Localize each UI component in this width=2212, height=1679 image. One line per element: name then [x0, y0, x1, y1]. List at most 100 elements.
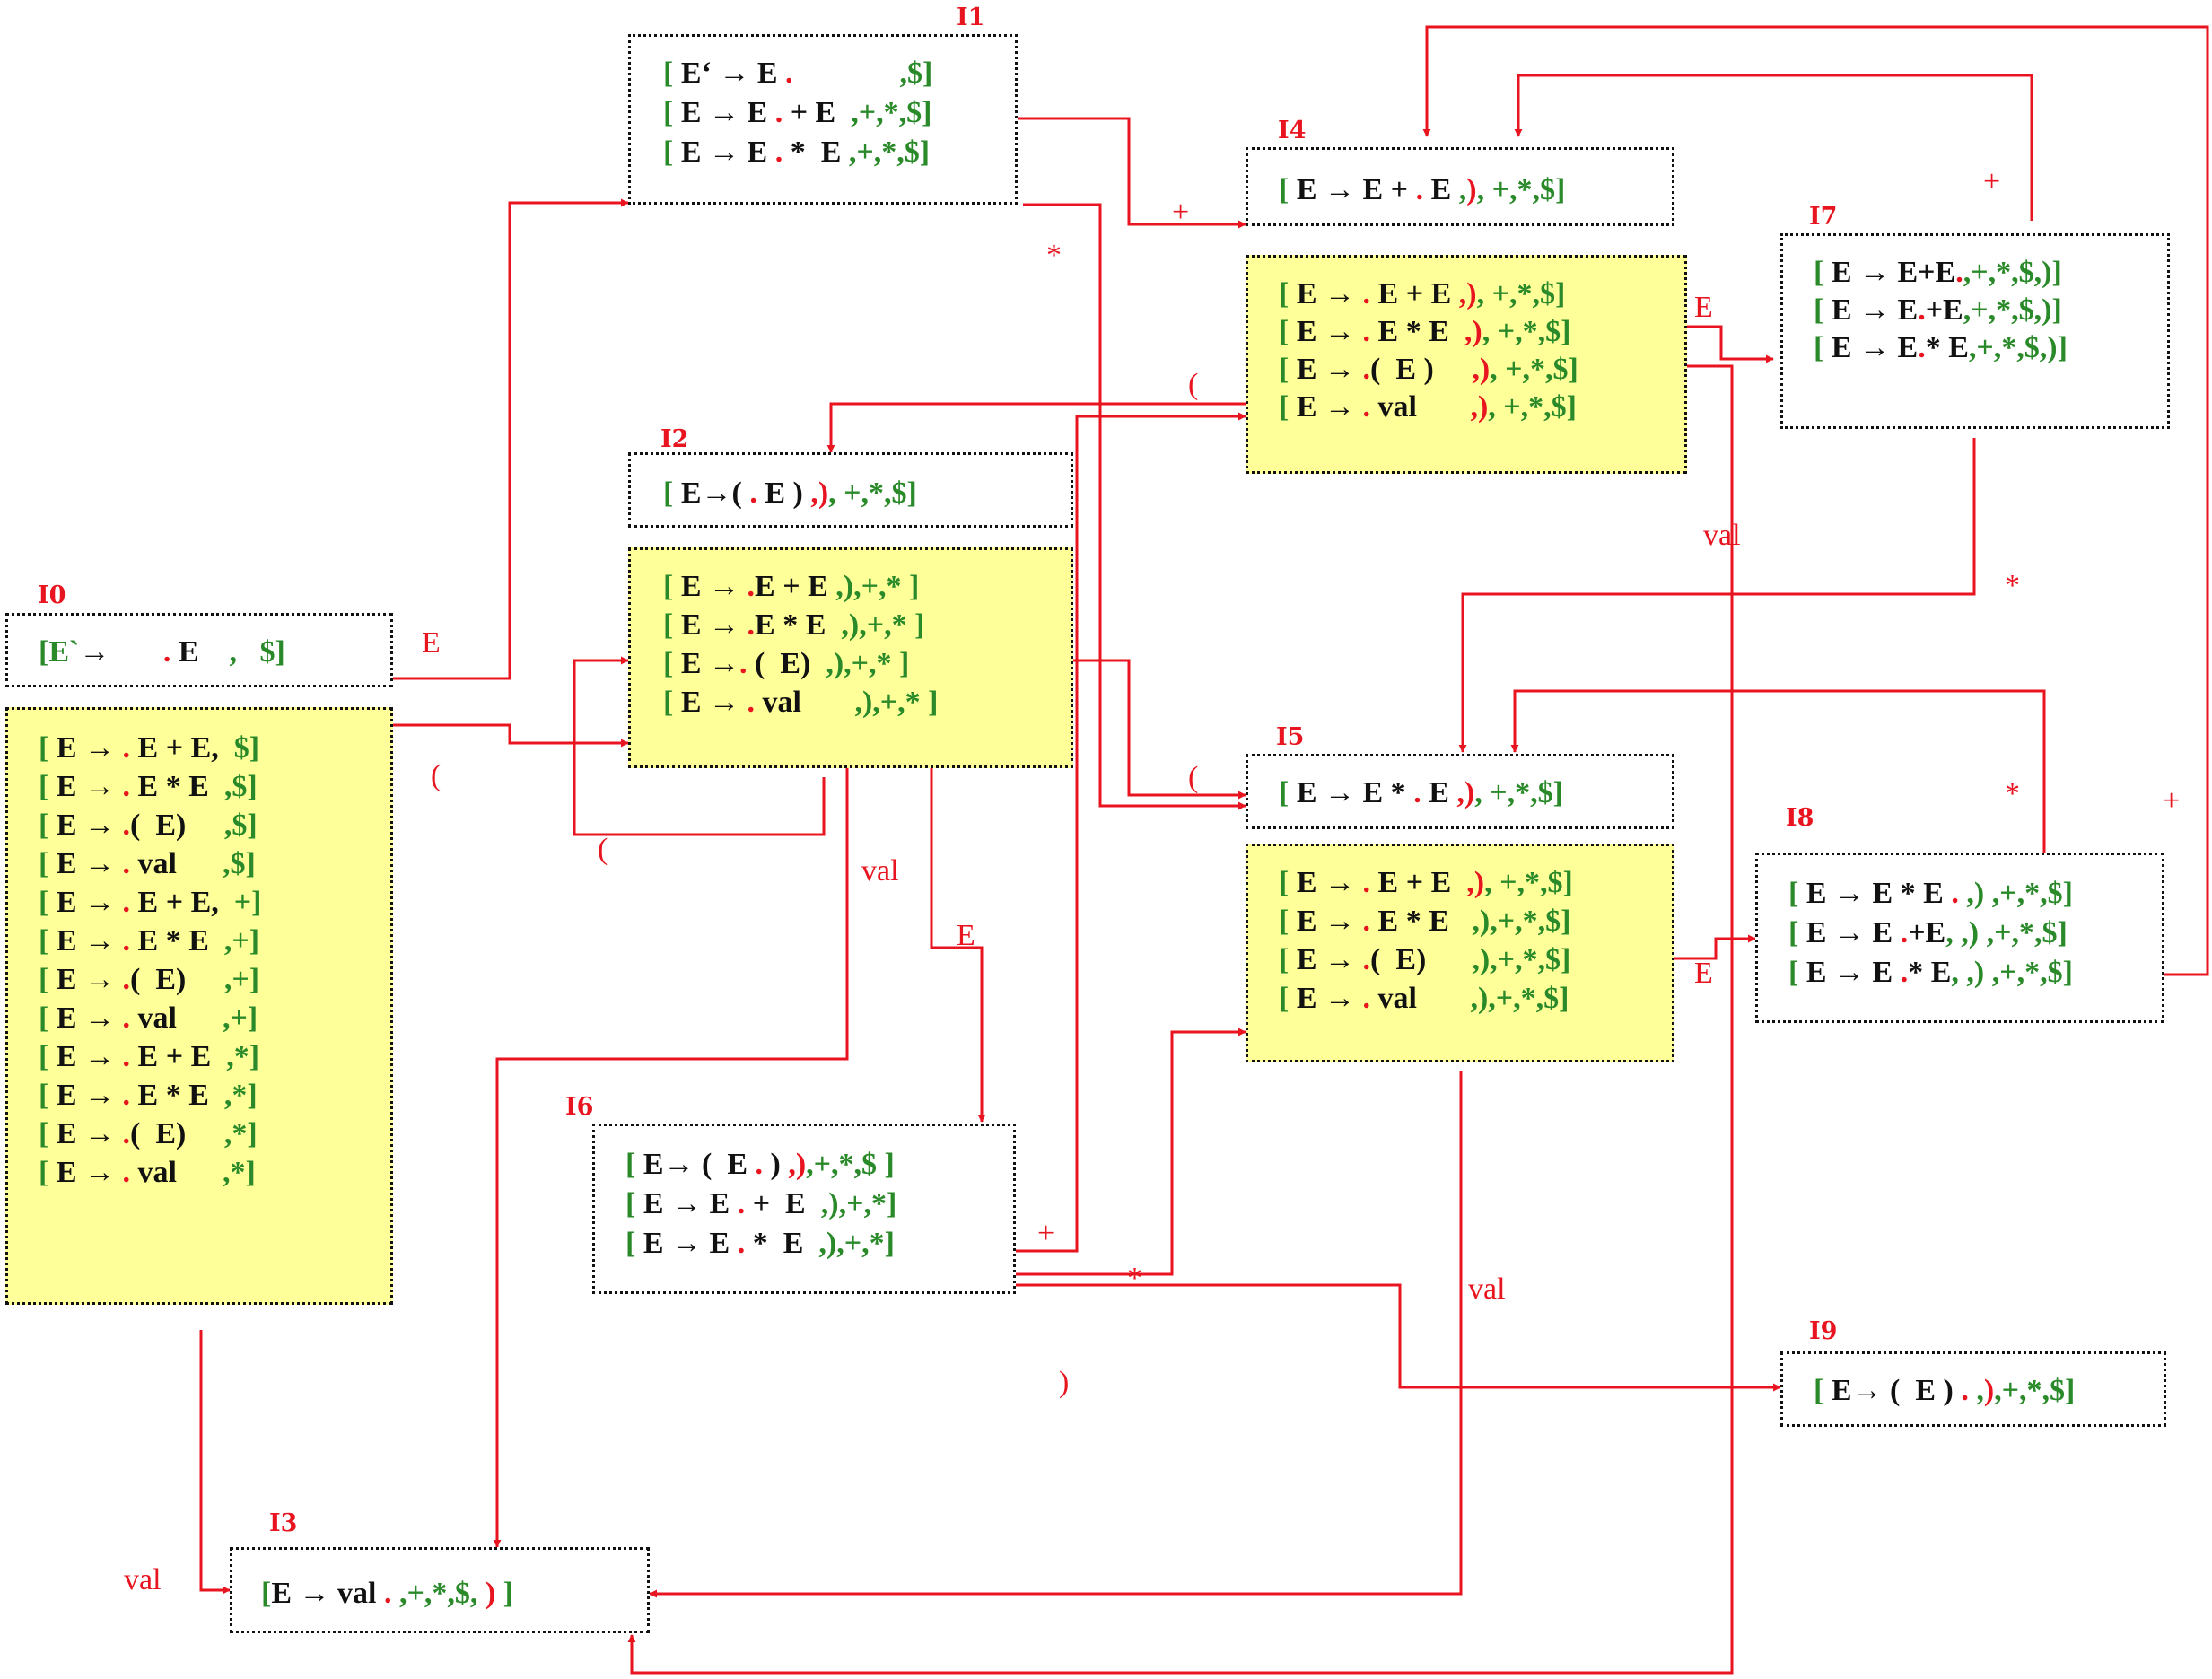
item-segment: E → E * E [1805, 877, 1952, 910]
item-segment: E → [1296, 353, 1363, 386]
item-segment: E → [56, 886, 123, 919]
edge-label-i8-plus: + [2163, 784, 2181, 818]
item-segment: E + E [1370, 277, 1459, 310]
item-segment: ,) [788, 1148, 807, 1181]
item-segment: E → val [271, 1577, 384, 1610]
state-label-i2: I2 [660, 425, 689, 453]
arrow-i0-lparen-to-i2 [393, 723, 629, 748]
item-segment: . [1918, 331, 1926, 364]
item-segment: . [749, 477, 757, 510]
item-segment: E * E [137, 924, 224, 958]
item-row: [ E → . E + E, +] [39, 888, 261, 918]
item-row: [E`→ . E , $] [39, 637, 285, 668]
item-segment: [ [1279, 982, 1297, 1015]
arrow-i1-plus-to-i4 [1014, 117, 1246, 229]
item-segment: , [1458, 173, 1467, 206]
item-segment: [ [1279, 277, 1297, 310]
item-segment: ,),+,*] [818, 1227, 895, 1260]
item-segment: E → [56, 1040, 123, 1073]
item-segment: E → [1296, 277, 1363, 310]
item-row: [ E → . E + E, $] [39, 733, 259, 764]
arrow-i7-plus-to-i4 [1514, 74, 2033, 221]
item-row: [E → val . ,+,*,$, ) ] [261, 1578, 513, 1609]
item-row: [ E → E .+E, ,) ,+,*,$] [1788, 918, 2068, 949]
edge-label-i5-e: E [1694, 957, 1713, 990]
item-segment: , +,*,$] [1474, 776, 1563, 809]
arrow-i7-star-to-i5 [1458, 438, 1976, 753]
item-segment: [ [1814, 331, 1832, 364]
item-segment: [ [663, 136, 681, 169]
state-label-i3: I3 [269, 1509, 298, 1537]
item-segment: . [739, 647, 748, 680]
item-segment: E → [56, 1001, 123, 1035]
item-segment: . [1918, 293, 1926, 327]
item-segment: E‘ → E [680, 57, 786, 90]
item-segment: E → [1296, 315, 1363, 348]
item-segment: [ [39, 1156, 57, 1189]
item-segment: E + E, [137, 886, 234, 919]
item-segment: +E [1908, 916, 1946, 949]
item-segment: ,),+,* ] [835, 570, 920, 603]
item-segment: [ [663, 477, 681, 510]
state-i5-kernel: [ E → E * . E ,), +,*,$] [1246, 754, 1674, 829]
item-segment: * E [783, 136, 849, 169]
item-segment: . [122, 847, 138, 880]
item-segment: [ [1814, 1374, 1832, 1407]
state-i7: [ E → E+E.,+,*,$,)] [ E → E.+E,+,*,$,)] … [1780, 233, 2170, 429]
item-segment: + E [783, 96, 852, 129]
item-segment: E → [56, 1156, 123, 1189]
item-segment: ,),+,*,$] [1472, 943, 1571, 976]
item-row: [ E → .E * E ,),+,* ] [663, 610, 924, 641]
item-segment: +E [1925, 293, 1963, 327]
item-segment: . [1362, 390, 1371, 424]
arrow-i2-to-i5 [1073, 659, 1246, 800]
item-segment: ,),+,* ] [826, 647, 910, 680]
edge-label-i7-star: * [2005, 569, 2020, 602]
item-segment: ,) [1470, 390, 1489, 424]
arrow-i2-e-to-i6 [930, 768, 986, 1123]
item-segment: E → [680, 647, 740, 680]
item-row: [ E → E + . E ,), +,*,$] [1279, 175, 1565, 206]
item-segment: [ [1788, 916, 1806, 949]
edge-label-i2-val: val [861, 854, 899, 888]
item-segment: . [122, 963, 131, 996]
item-segment: , +,*,$] [1476, 173, 1566, 206]
arrow-i4-val-to-i3 [627, 364, 1734, 1675]
item-segment: val [755, 686, 855, 719]
arrow-i4-lparen-to-i2 [826, 402, 1247, 453]
item-segment: ,+,*,$] [851, 96, 932, 129]
item-segment: ,$] [899, 57, 933, 90]
item-segment: ( E) [130, 809, 224, 842]
item-segment: ,),+,* ] [854, 686, 939, 719]
arrow-i4-e-to-i7 [1687, 325, 1774, 363]
item-segment: E → [56, 731, 123, 765]
item-segment: [ [1279, 390, 1297, 424]
item-segment: val [137, 1156, 223, 1189]
item-segment: . [122, 924, 138, 958]
state-label-i4: I4 [1278, 117, 1307, 144]
item-segment: [ [1279, 173, 1297, 206]
item-segment: ,+,*,$] [848, 136, 931, 169]
item-segment: [ [1279, 866, 1297, 899]
item-segment: [ [1788, 877, 1806, 910]
item-segment: E → E + [1296, 173, 1416, 206]
state-label-i8: I8 [1786, 804, 1814, 832]
item-segment: [ [261, 1577, 272, 1610]
item-segment: , +,*,$] [828, 477, 917, 510]
item-segment: E + E [1370, 866, 1467, 899]
item-segment: . [737, 1187, 746, 1220]
item-segment: ( E) [130, 1117, 224, 1150]
item-segment: ,),+,* ] [841, 608, 925, 642]
item-segment: E → [56, 809, 123, 842]
item-segment: val [1370, 982, 1471, 1015]
state-i8: [ E → E * E . ,) ,+,*,$] [ E → E .+E, ,)… [1755, 853, 2164, 1023]
item-segment: ,+,*,$, [391, 1577, 485, 1610]
arrow-i6-plus-to-i4 [1016, 412, 1246, 1253]
item-segment: . [1961, 1374, 1969, 1407]
item-segment: . [117, 635, 171, 669]
item-segment: E → E [1831, 331, 1919, 364]
item-segment: E → [1296, 866, 1363, 899]
item-segment: E→ ( E ) [1831, 1374, 1962, 1407]
item-segment: E → [1296, 905, 1363, 938]
